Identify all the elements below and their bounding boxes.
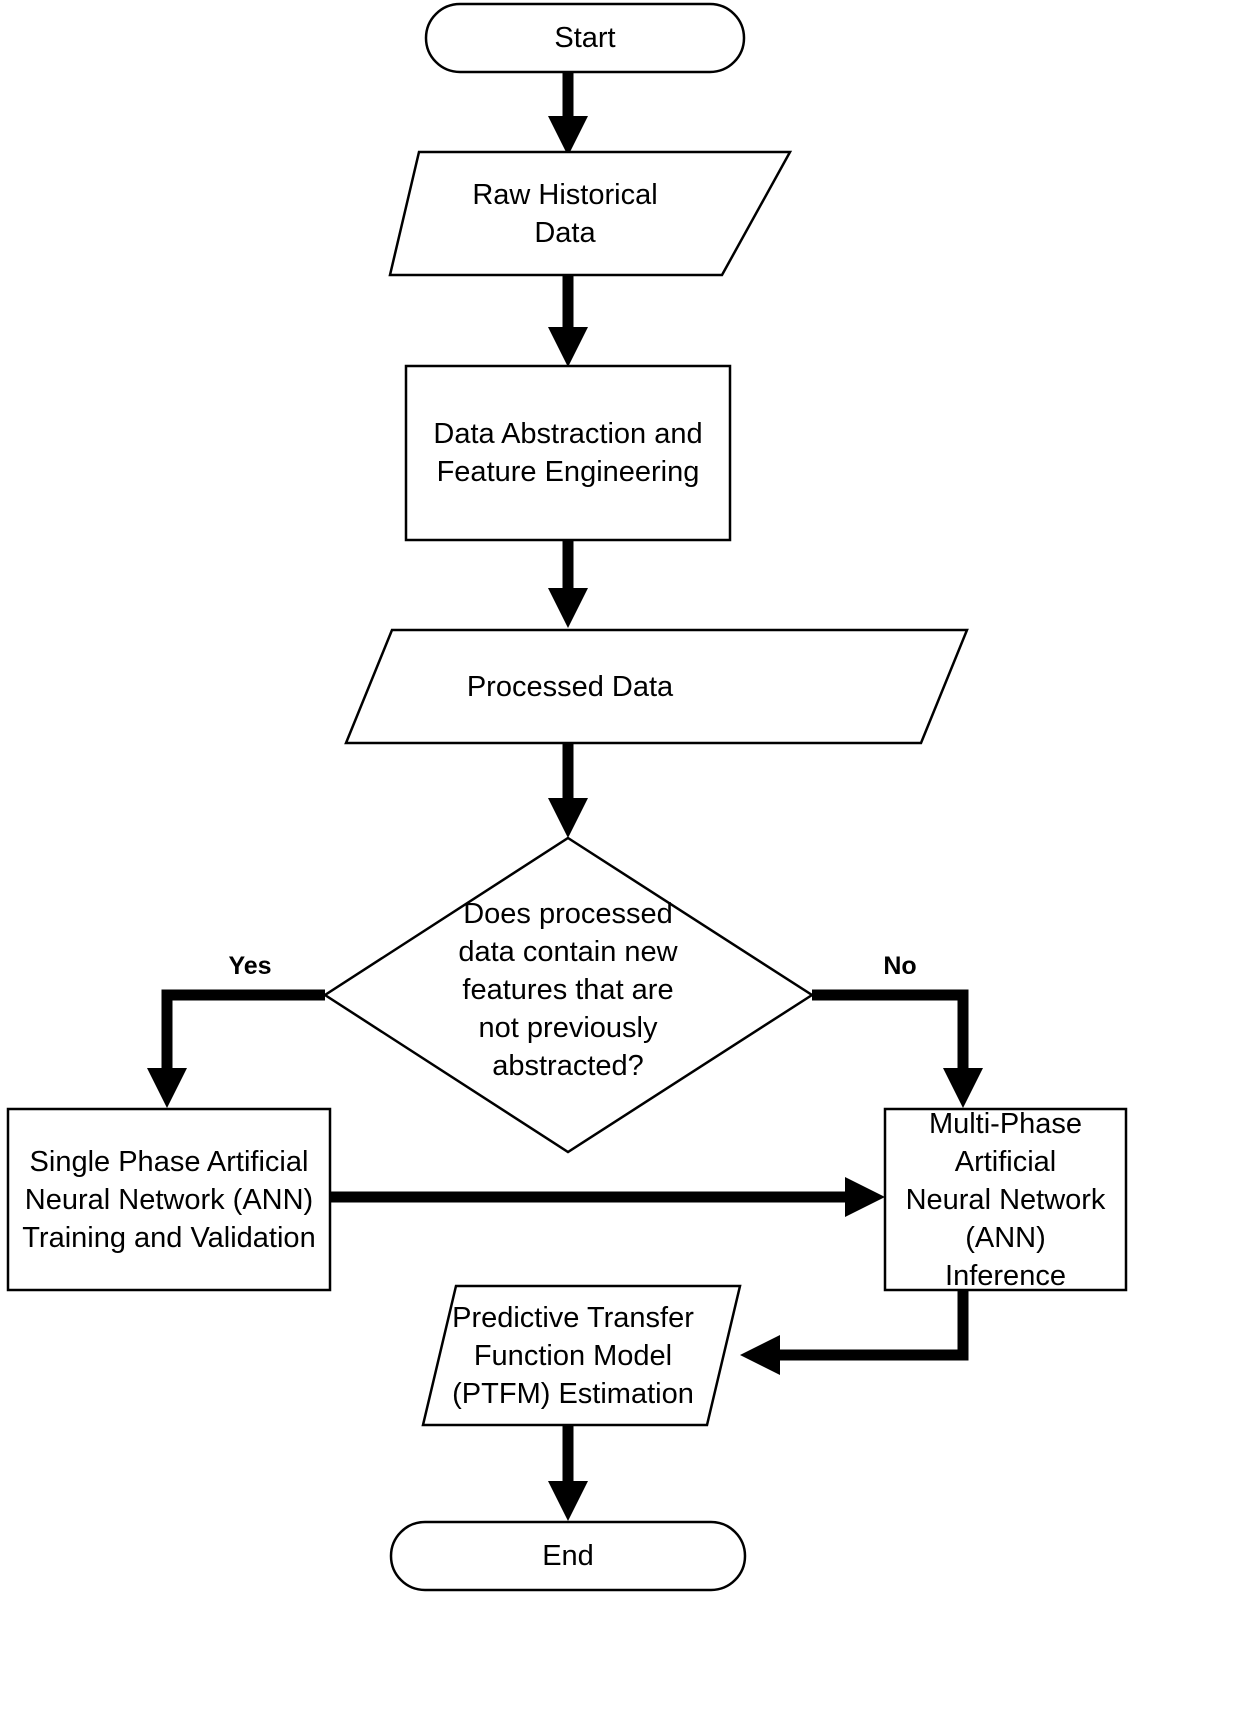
edge-multi-phase-to-ptfm	[740, 1290, 969, 1375]
node-raw-data-shape[interactable]	[388, 150, 793, 277]
edge-label-no: No	[883, 952, 917, 980]
edge-processed-data-to-decision	[548, 742, 588, 838]
edge-ptfm-to-end	[548, 1425, 588, 1521]
node-processed-data-shape[interactable]	[344, 628, 969, 745]
edge-label-yes: Yes	[228, 952, 272, 980]
node-abstraction-shape[interactable]	[404, 364, 732, 542]
edge-single-phase-to-multi-phase	[330, 1177, 885, 1217]
edge-abstraction-to-processed-data	[548, 540, 588, 628]
edge-decision-no-to-multi-phase	[812, 989, 983, 1108]
node-decision-shape[interactable]	[322, 836, 815, 1154]
edge-raw-data-to-abstraction	[548, 276, 588, 367]
edge-decision-yes-to-single-phase	[147, 989, 325, 1108]
node-end-shape[interactable]	[389, 1520, 747, 1592]
node-multi-phase-shape[interactable]	[883, 1107, 1128, 1292]
node-ptfm-shape[interactable]	[421, 1284, 742, 1427]
node-start-shape[interactable]	[424, 2, 746, 74]
node-single-phase-shape[interactable]	[6, 1107, 332, 1292]
edge-start-to-raw-data	[548, 72, 588, 156]
